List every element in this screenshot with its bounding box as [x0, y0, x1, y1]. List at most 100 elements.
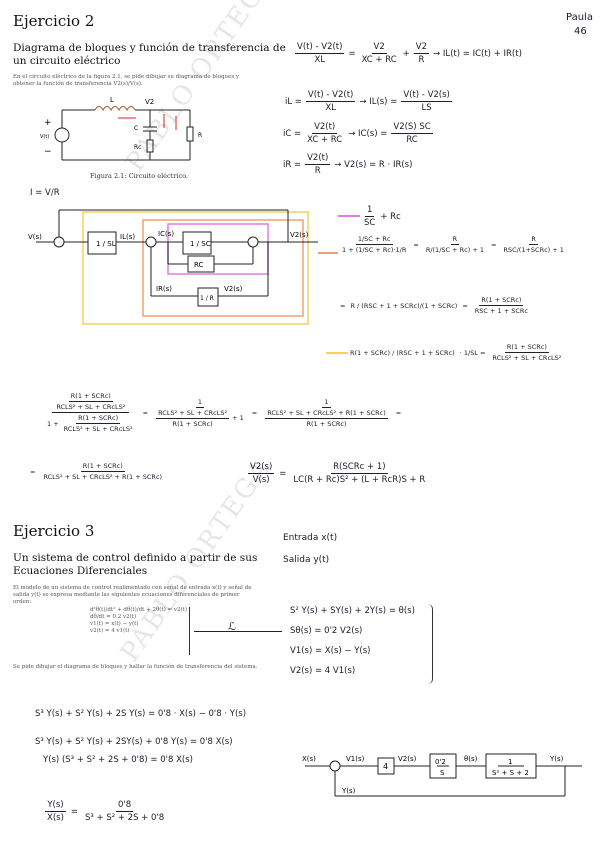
circuit-source-label: V(t): [40, 134, 49, 140]
red4-b: · 1/SL =: [459, 348, 486, 357]
tf3-num-l: Y(s): [45, 800, 66, 812]
big1-d1: RCLS² + SL + CRcLS²: [56, 403, 126, 411]
orig-eq-3: v1(t) = x(t) − y(t): [90, 621, 139, 627]
big-fraction-row: R(1 + SCRc)RCLS² + SL + CRcLS² 1 +R(1 + …: [47, 392, 402, 433]
ex3-g2-num: 0'2: [435, 758, 446, 766]
red2-e: R: [529, 235, 538, 245]
eq1-r-den: R: [418, 55, 425, 65]
author-name: Paula: [566, 12, 593, 23]
yellow-marker: [326, 352, 348, 354]
equation-brace: [187, 607, 190, 655]
ex3-g3-den: S² + S + 2: [492, 769, 529, 777]
eq1-result: → IL(t) = IC(t) + IR(t): [433, 48, 522, 59]
orig-eq-4: v2(t) = 4 v1(t): [90, 628, 130, 634]
current-note: I = V/R: [30, 188, 60, 198]
eq4-arrow: → V2(s) = R · IR(s): [334, 159, 413, 170]
circuit-c-label: C: [134, 125, 138, 132]
exercise3-title: Ejercicio 3: [13, 522, 95, 540]
laplace-eq-3: V1(s) = X(s) − Y(s): [290, 646, 371, 656]
red1-num: 1: [364, 205, 375, 217]
tf3-num-r: 0'8: [116, 800, 134, 812]
equation-il: iL = V(t) - V2(t)XL → IL(s) = V(t) - V2(…: [285, 90, 452, 113]
circuit-rc-label: Rc: [134, 144, 141, 151]
exercise2-title: Ejercicio 2: [13, 12, 95, 30]
ex2-block-1r: 1 / R: [200, 295, 214, 302]
big1-n3: 1: [195, 397, 204, 408]
eq4-lhs: iR =: [283, 159, 302, 170]
orange-marker: [318, 252, 338, 254]
pink-marker: [338, 215, 360, 217]
eq3-num: V2(t): [312, 122, 338, 134]
orig-eq-1: d²θ(t)/dt² + dθ(t)/dt + 2θ(t) = v2(t): [90, 607, 187, 613]
work-line-1: S³ Y(s) + S² Y(s) + 2S Y(s) = 0'8 · X(s)…: [35, 709, 247, 719]
eq1-r-num: V2: [413, 42, 430, 54]
block-diagram-ex3: X(s) V1(s) 4 V2(s) 0'2 S θ(s) 1 S² + S +…: [302, 753, 582, 797]
laplace-symbol: ℒ: [228, 620, 236, 633]
big1-d4b: R(1 + SCRc): [306, 419, 347, 428]
big1-d4: RCLS² + SL + CRcLS² + R(1 + SCRc): [265, 408, 388, 419]
ex3-g2-den: S: [440, 769, 445, 777]
eq3-arrow: → IC(s) =: [348, 128, 388, 139]
circuit-figure: + − V(t) L V2 C Rc R: [40, 96, 202, 161]
exercise2-subtitle-line1: Diagrama de bloques y función de transfe…: [13, 42, 286, 54]
ex2-ir-label: IR(s): [156, 285, 172, 293]
exercise3-subtitle-line2: Ecuaciones Diferenciales: [13, 565, 148, 577]
transfer-function-ex2: V2(s)V(s) = R(SCRc + 1)LC(R + Rc)S² + (L…: [248, 462, 426, 485]
work-line-3: Y(s) (S³ + S² + 2S + 0'8) = 0'8 X(s): [43, 755, 193, 765]
ex2-il-label: IL(s): [120, 233, 135, 241]
exercise2-subtitle-line2: un circuito eléctrico: [13, 55, 121, 67]
eq2-lhs: iL =: [285, 96, 302, 107]
figure-caption: Figura 2.1: Circuito eléctrico.: [90, 172, 188, 180]
ex3-g3-num: 1: [508, 758, 512, 766]
ex2-block-1sc: 1 / SC: [190, 240, 211, 248]
red1-tail: + Rc: [380, 211, 401, 222]
exercise3-ask: Se pide dibujar el diagrama de bloques y…: [13, 664, 258, 670]
eq1-lhs-den: XL: [314, 55, 325, 65]
eq2-num: V(t) - V2(t): [305, 90, 356, 102]
work-line-2: S³ Y(s) + S² Y(s) + 2SY(s) + 0'8 Y(s) = …: [35, 737, 233, 747]
tf2-rhs-num: R(SCRc + 1): [331, 462, 388, 474]
exercise2-intro: En el circuito eléctrico de la figura 2.…: [13, 74, 240, 87]
equation-ir: iR = V2(t)R → V2(s) = R · IR(s): [283, 153, 412, 176]
original-equations: d²θ(t)/dt² + dθ(t)/dt + 2θ(t) = v2(t) dθ…: [90, 607, 190, 635]
laplace-brace: [428, 604, 433, 684]
circuit-v2-label: V2: [145, 98, 154, 106]
ex2-ic-label: IC(s): [158, 230, 174, 238]
ex2-v2-label: V2(s): [224, 285, 243, 293]
big1-d2: RCLS² + SL + CRcLS²: [63, 425, 133, 433]
eq1-lhs-num: V(t) - V2(t): [295, 42, 345, 54]
final-lhs-den: RCLS² + SL + CRcLS² + R(1 + SCRc): [43, 473, 163, 481]
laplace-eq-1: S² Y(s) + SY(s) + 2Y(s) = θ(s): [290, 606, 415, 616]
laplace-eq-4: V2(s) = 4 V1(s): [290, 666, 356, 676]
eq2-arrow: → IL(s) =: [359, 96, 398, 107]
tf3-den-r: S³ + S² + 2S + 0'8: [85, 813, 165, 823]
ex3-v1-label: V1(s): [346, 755, 365, 763]
eq2-rnum: V(t) - V2(s): [401, 90, 452, 102]
reduction-4: R(1 + SCRc) / (RSC + 1 + SCRc) · 1/SL = …: [350, 343, 563, 362]
big1-n4: 1: [322, 397, 331, 408]
eq4-den: R: [314, 166, 321, 176]
input-label: Entrada x(t): [283, 533, 338, 543]
eq3-rnum: V2(S) SC: [391, 122, 433, 134]
big1-n1: R(1 + SCRc): [68, 392, 113, 402]
eq2-rden: LS: [421, 103, 432, 113]
big1-plus: 1 +: [47, 419, 59, 428]
ex2-block-1sl: 1 / SL: [96, 240, 116, 248]
tf2-num: V2(s): [248, 462, 275, 474]
tf2-den: V(s): [252, 475, 270, 485]
circuit-plus: +: [44, 118, 52, 128]
eq1-plus: +: [402, 48, 410, 59]
big1-n2: R(1 + SCRc): [76, 414, 121, 424]
algebra-work: S³ Y(s) + S² Y(s) + 2S Y(s) = 0'8 · X(s)…: [35, 709, 246, 765]
eq3-lhs: iC =: [283, 128, 302, 139]
ex2-input-label: V(s): [28, 233, 42, 241]
big1-d3: RCLS² + SL + CRcLS²: [156, 408, 230, 419]
red2-a: 1/SC + Rc: [355, 235, 393, 245]
circuit-minus: −: [44, 147, 52, 157]
eq3-rden: RC: [406, 135, 418, 145]
ex3-theta-label: θ(s): [464, 755, 478, 763]
output-label: Salida y(t): [283, 555, 330, 565]
